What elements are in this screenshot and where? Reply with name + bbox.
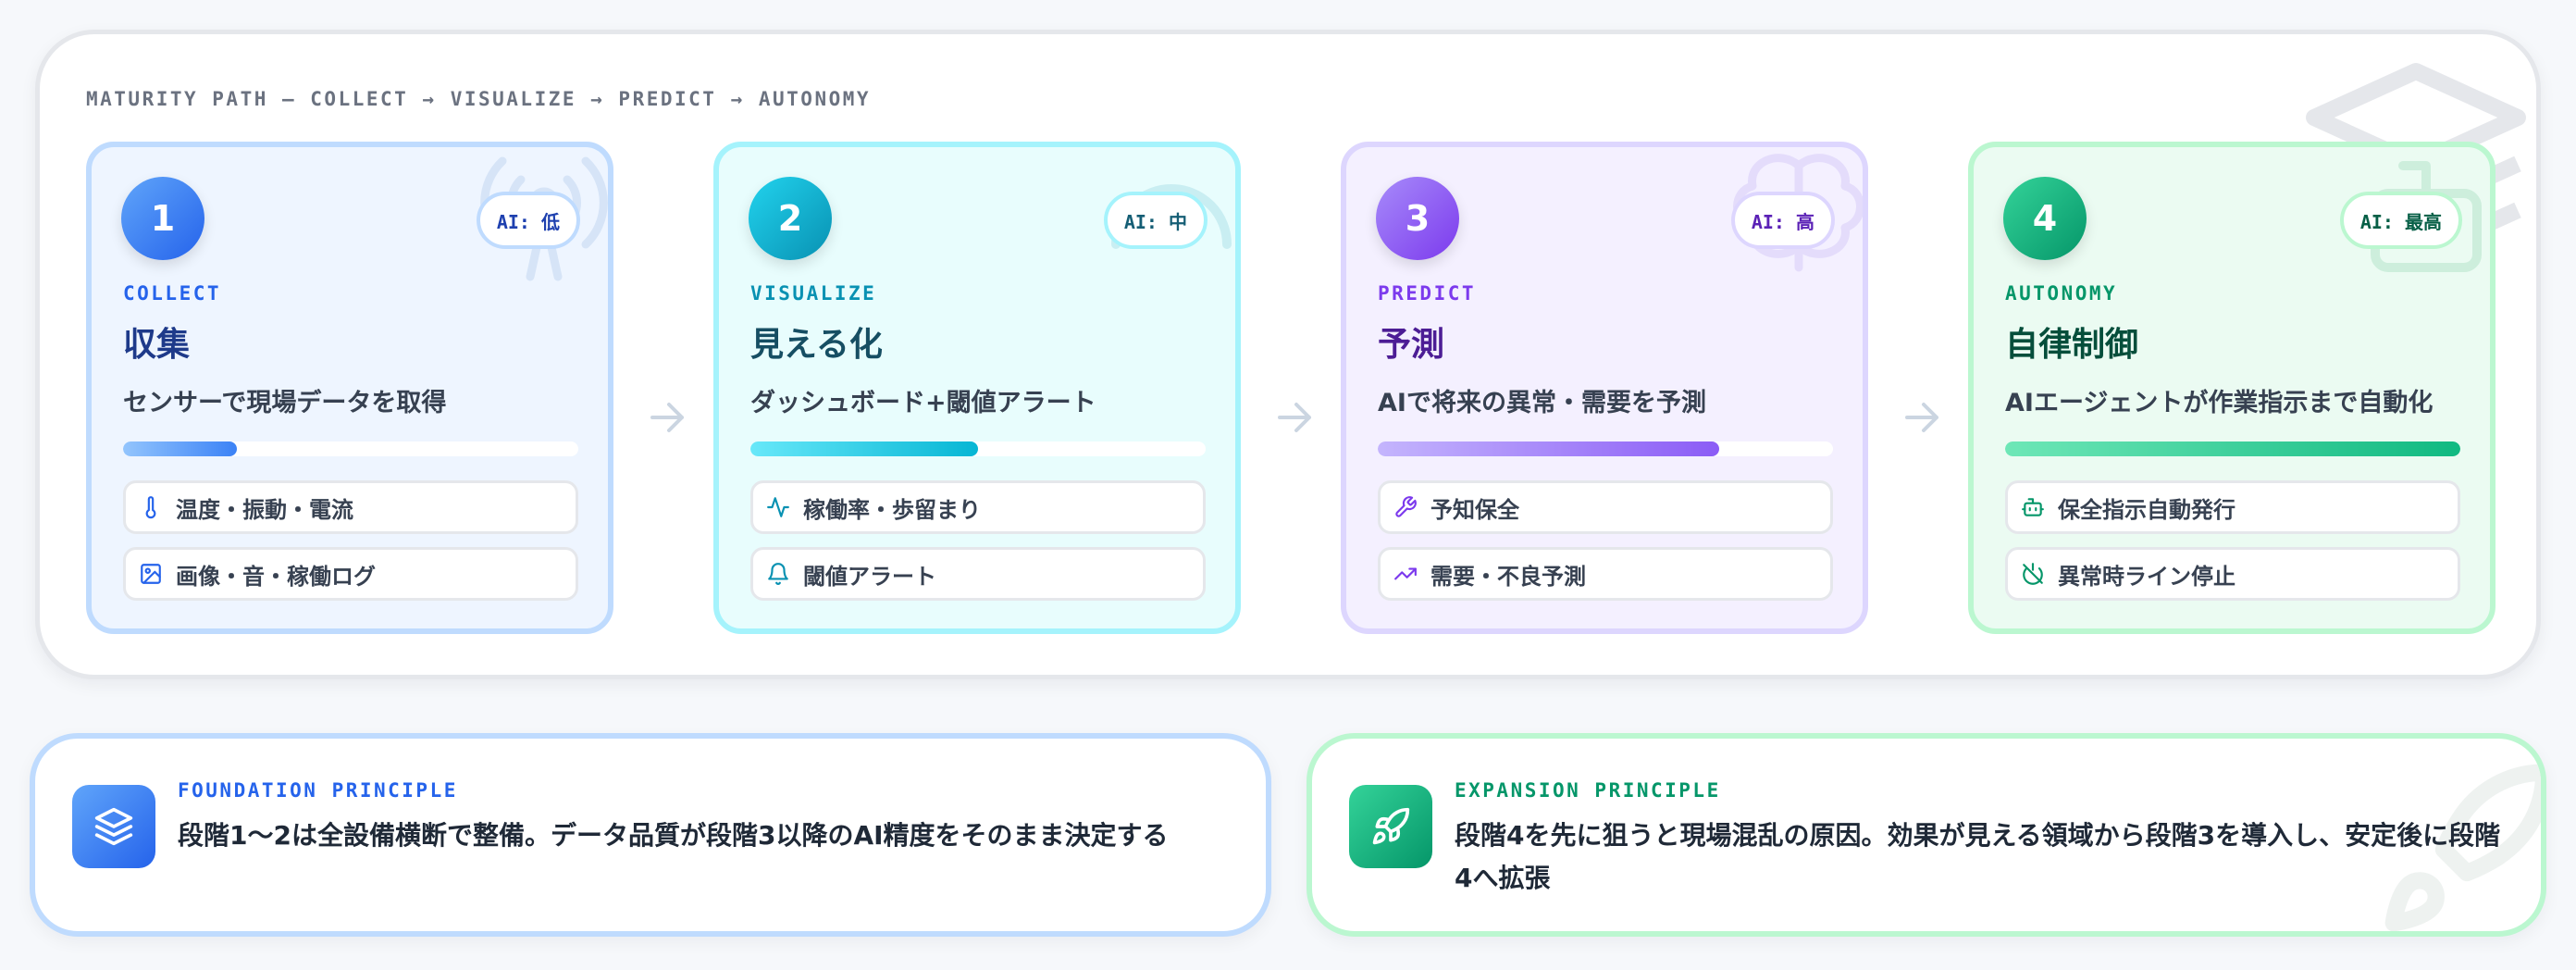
- image-icon: [141, 564, 161, 584]
- feature-item: 画像・音・稼働ログ: [123, 547, 578, 601]
- feature-label: 異常時ライン停止: [2058, 563, 2235, 590]
- arrow-right-icon: [1905, 403, 1938, 432]
- stage-number: 3: [1376, 177, 1459, 260]
- feature-label: 稼働率・歩留まり: [803, 496, 981, 523]
- stage-number: 2: [749, 177, 832, 260]
- arrow-right-icon: [650, 403, 684, 432]
- progress-fill: [750, 441, 978, 456]
- feature-item: 需要・不良予測: [1378, 547, 1833, 601]
- feature-label: 画像・音・稼働ログ: [176, 563, 376, 590]
- layers-icon: [94, 807, 133, 846]
- maturity-path-label: MATURITY PATH — COLLECT → VISUALIZE → PR…: [86, 88, 872, 110]
- wrench-icon: [1395, 496, 1417, 517]
- maturity-progress-bar: [750, 441, 1206, 456]
- stage-english-name: VISUALIZE: [750, 282, 877, 305]
- bell-icon: [768, 563, 788, 585]
- feature-label: 保全指示自動発行: [2058, 496, 2235, 523]
- ai-level-badge: AI: 低: [476, 192, 580, 249]
- stage-title: 収集: [123, 326, 191, 364]
- ai-level-badge: AI: 高: [1730, 192, 1835, 249]
- stage-english-name: AUTONOMY: [2005, 282, 2118, 305]
- expansion-principle-card: EXPANSION PRINCIPLE 段階4を先に狙うと現場混乱の原因。効果が…: [1307, 733, 2546, 937]
- rocket-watermark-icon: [2384, 764, 2541, 931]
- rocket-icon: [1372, 807, 1410, 845]
- stage-number: 1: [121, 177, 204, 260]
- ai-level-badge: AI: 中: [1103, 192, 1208, 249]
- stage-english-name: PREDICT: [1378, 282, 1477, 305]
- principle-label: EXPANSION PRINCIPLE: [1455, 779, 1721, 802]
- power-off-icon: [2023, 563, 2043, 585]
- maturity-progress-bar: [2005, 441, 2460, 456]
- activity-icon: [767, 497, 789, 517]
- feature-item: 予知保全: [1378, 480, 1833, 534]
- bot-icon: [2022, 498, 2044, 516]
- progress-fill: [2005, 441, 2460, 456]
- principle-label: FOUNDATION PRINCIPLE: [178, 779, 458, 802]
- stage-card-predict: 3 AI: 高 PREDICT 予測 AIで将来の異常・需要を予測 予知保全 需…: [1341, 142, 1868, 634]
- progress-fill: [1378, 441, 1719, 456]
- feature-item: 温度・振動・電流: [123, 480, 578, 534]
- trending-up-icon: [1394, 567, 1417, 580]
- stage-card-visualize: 2 AI: 中 VISUALIZE 見える化 ダッシュボード+閾値アラート 稼働…: [713, 142, 1241, 634]
- arrow-right-icon: [1278, 403, 1311, 432]
- stage-title: 予測: [1378, 326, 1445, 364]
- principle-text: 段階1〜2は全設備横断で整備。データ品質が段階3以降のAI精度をそのまま決定する: [178, 820, 1169, 851]
- maturity-progress-bar: [1378, 441, 1833, 456]
- ai-level-badge: AI: 最高: [2339, 192, 2462, 249]
- principle-icon-box: [72, 785, 155, 868]
- principle-icon-box: [1349, 785, 1432, 868]
- feature-label: 予知保全: [1430, 496, 1519, 523]
- stage-number: 4: [2003, 177, 2087, 260]
- stage-description: センサーで現場データを取得: [123, 389, 447, 417]
- feature-label: 需要・不良予測: [1430, 563, 1586, 590]
- maturity-path-panel: MATURITY PATH — COLLECT → VISUALIZE → PR…: [35, 30, 2541, 679]
- progress-fill: [123, 441, 237, 456]
- maturity-progress-bar: [123, 441, 578, 456]
- feature-item: 閾値アラート: [750, 547, 1206, 601]
- stage-card-autonomy: 4 AI: 最高 AUTONOMY 自律制御 AIエージェントが作業指示まで自動…: [1968, 142, 2496, 634]
- stage-card-collect: 1 AI: 低 COLLECT 収集 センサーで現場データを取得 温度・振動・電…: [86, 142, 613, 634]
- stage-title: 見える化: [750, 326, 883, 364]
- stage-description: ダッシュボード+閾値アラート: [750, 389, 1096, 417]
- stage-description: AIで将来の異常・需要を予測: [1378, 389, 1706, 417]
- feature-label: 温度・振動・電流: [176, 496, 353, 523]
- foundation-principle-card: FOUNDATION PRINCIPLE 段階1〜2は全設備横断で整備。データ品…: [30, 733, 1271, 937]
- thermometer-icon: [145, 496, 156, 519]
- feature-item: 保全指示自動発行: [2005, 480, 2460, 534]
- stage-title: 自律制御: [2005, 326, 2139, 364]
- principle-text: 段階4を先に狙うと現場混乱の原因。効果が見える領域から段階3を導入し、安定後に段…: [1455, 820, 2501, 893]
- feature-item: 稼働率・歩留まり: [750, 480, 1206, 534]
- stage-english-name: COLLECT: [123, 282, 222, 305]
- stage-description: AIエージェントが作業指示まで自動化: [2005, 389, 2434, 417]
- feature-item: 異常時ライン停止: [2005, 547, 2460, 601]
- feature-label: 閾値アラート: [803, 563, 936, 590]
